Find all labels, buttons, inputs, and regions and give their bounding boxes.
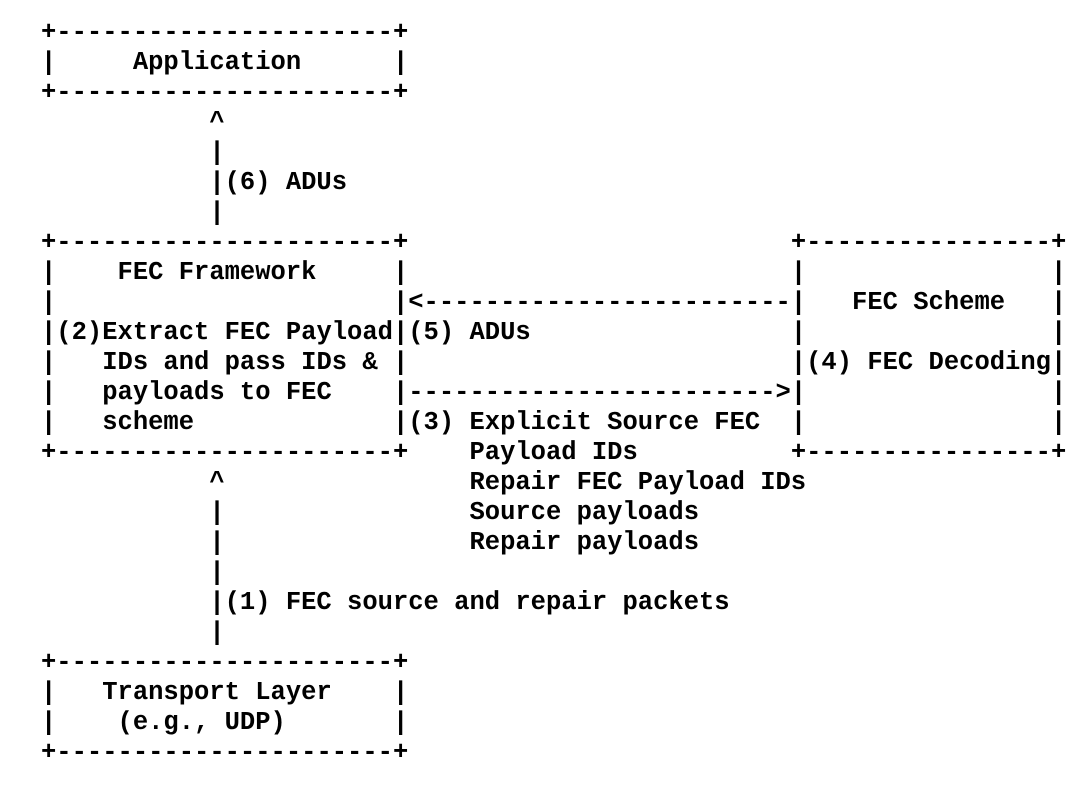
flow-3-payload-ids-label: (3) Explicit Source FEC Payload IDs Repa…	[408, 408, 807, 557]
application-box: +----------------------+ | Application |…	[41, 18, 409, 107]
flow-3-payload-ids-arrow: ------------------------>	[408, 378, 791, 407]
flow-1-packets-arrow: ^ | | | |(1) FEC source and repair packe…	[209, 468, 730, 647]
transport-layer-box: +----------------------+ | Transport Lay…	[41, 648, 409, 767]
flow-5-adus-label: (5) ADUs	[408, 318, 531, 347]
fec-scheme-box: +----------------+ | | | FEC Scheme | | …	[790, 228, 1067, 467]
flow-6-adus-arrow: ^ | |(6) ADUs |	[209, 108, 348, 227]
flow-5-adus-arrow: <------------------------	[408, 288, 791, 317]
fec-framework-box: +----------------------+ | FEC Framework…	[41, 228, 409, 467]
